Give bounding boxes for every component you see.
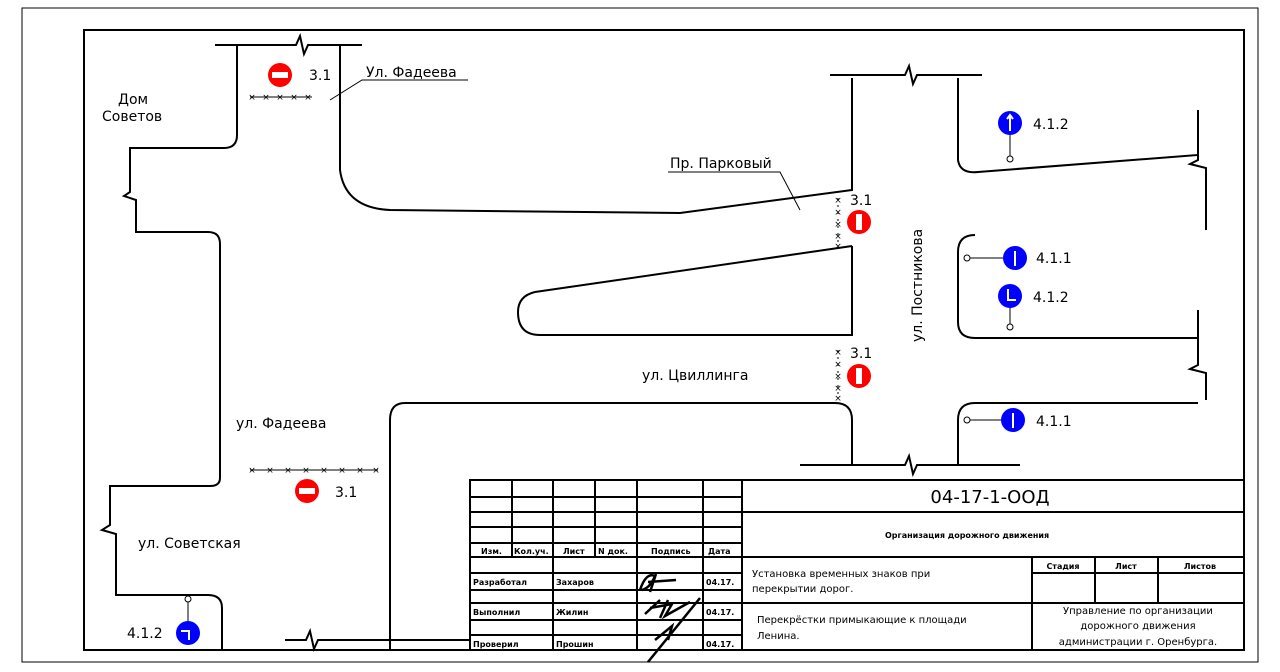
header-signature: Подпись: [651, 547, 691, 556]
svg-text:×: ×: [302, 466, 310, 476]
sign-code: 4.1.1: [1036, 251, 1072, 267]
name-developed: Захаров: [556, 578, 594, 587]
date-checked: 04.17.: [706, 640, 734, 649]
svg-text:×: ×: [290, 93, 298, 103]
svg-text:×: ×: [834, 394, 842, 404]
go-straight-sign-icon: [963, 408, 1025, 432]
street-label-fadeeva-left: ул. Фадеева: [236, 416, 327, 432]
sign-code: 4.1.2: [1033, 290, 1069, 306]
date-performed: 04.17.: [706, 608, 734, 617]
project-title: Организация дорожного движения: [885, 531, 1049, 540]
street-label-fadeeva-top: Ул. Фадеева: [366, 65, 457, 81]
no-entry-sign-icon: [295, 479, 319, 503]
role-developed: Разработал: [473, 577, 527, 587]
role-performed: Выполнил: [473, 608, 520, 617]
svg-text:×: ×: [834, 196, 842, 206]
signatures: [638, 573, 701, 663]
svg-text:×: ×: [266, 466, 274, 476]
street-label-sovetskaya: ул. Советская: [138, 536, 241, 552]
location-line-1: Перекрёстки примыкающие к площади: [757, 615, 967, 626]
label-dom-sovetov: Дом: [118, 92, 148, 108]
svg-text:×: ×: [248, 466, 256, 476]
header-date: Дата: [708, 547, 731, 556]
svg-text:×: ×: [834, 384, 842, 394]
header-stage: Стадия: [1046, 562, 1079, 571]
sign-code: 3.1: [850, 193, 872, 209]
svg-text:×: ×: [284, 466, 292, 476]
sign-code: 3.1: [309, 68, 331, 84]
header-list: Лист: [563, 547, 585, 556]
svg-text:×: ×: [834, 242, 842, 252]
go-right-sign-icon: [998, 111, 1022, 163]
svg-text:×: ×: [372, 466, 380, 476]
street-label-tsvillinga: ул. Цвиллинга: [642, 368, 748, 384]
location-line-2: Ленина.: [757, 631, 800, 642]
role-checked: Проверил: [473, 640, 519, 649]
description-line-1: Установка временных знаков при: [752, 569, 930, 580]
organization-line-2: дорожного движения: [1080, 621, 1195, 632]
go-right-sign-icon: [998, 284, 1022, 331]
go-straight-sign-icon: [963, 246, 1027, 270]
svg-text:×: ×: [338, 466, 346, 476]
name-performed: Жилин: [556, 608, 588, 617]
organization-line-1: Управление по организации: [1063, 606, 1213, 617]
sign-code: 4.1.2: [1033, 117, 1069, 133]
svg-text:×: ×: [304, 93, 312, 103]
svg-text:×: ×: [834, 348, 842, 358]
header-kol-uch: Кол.уч.: [514, 547, 549, 556]
sign-code: 3.1: [335, 485, 357, 501]
outer-frame: [21, 7, 1259, 663]
header-n-dok: N док.: [598, 547, 628, 556]
svg-text:×: ×: [834, 372, 842, 382]
svg-text:×: ×: [834, 220, 842, 230]
date-developed: 04.17.: [706, 578, 734, 587]
svg-text:×: ×: [356, 466, 364, 476]
fence-marks: ××××× ×××××××× ××××× ×××××: [248, 93, 842, 476]
svg-text:×: ×: [248, 93, 256, 103]
barrier-fences: [250, 96, 839, 471]
svg-text:×: ×: [276, 93, 284, 103]
header-sheet: Лист: [1115, 562, 1137, 571]
leader-parkovy: [668, 171, 801, 211]
document-number: 04-17-1-ООД: [930, 487, 1049, 508]
no-entry-sign-icon: [847, 364, 871, 388]
sign-code: 3.1: [850, 346, 872, 362]
svg-text:×: ×: [262, 93, 270, 103]
svg-text:×: ×: [320, 466, 328, 476]
name-checked: Прошин: [556, 640, 594, 649]
svg-text:×: ×: [834, 208, 842, 218]
sign-code: 4.1.1: [1036, 414, 1072, 430]
road-edges: [99, 32, 1207, 653]
leader-fadeeva: [329, 79, 468, 101]
street-label-postnikova: ул. Постникова: [910, 229, 926, 342]
no-entry-sign-icon: [268, 63, 292, 87]
sign-code: 4.1.2: [127, 626, 163, 642]
label-dom-sovetov-2: Советов: [102, 109, 162, 125]
header-izm: Изм.: [481, 547, 502, 556]
street-label-parkovy: Пр. Парковый: [670, 156, 772, 172]
header-sheets: Листов: [1184, 562, 1216, 571]
description-line-2: перекрытии дорог.: [752, 584, 853, 595]
go-right-sign-icon: [176, 595, 200, 645]
no-entry-sign-icon: [847, 210, 871, 234]
svg-text:×: ×: [834, 360, 842, 370]
organization-line-3: администрации г. Оренбурга.: [1059, 637, 1217, 648]
svg-text:×: ×: [834, 232, 842, 242]
title-block: Изм. Кол.уч. Лист N док. Подпись Дата Ра…: [469, 479, 1245, 663]
